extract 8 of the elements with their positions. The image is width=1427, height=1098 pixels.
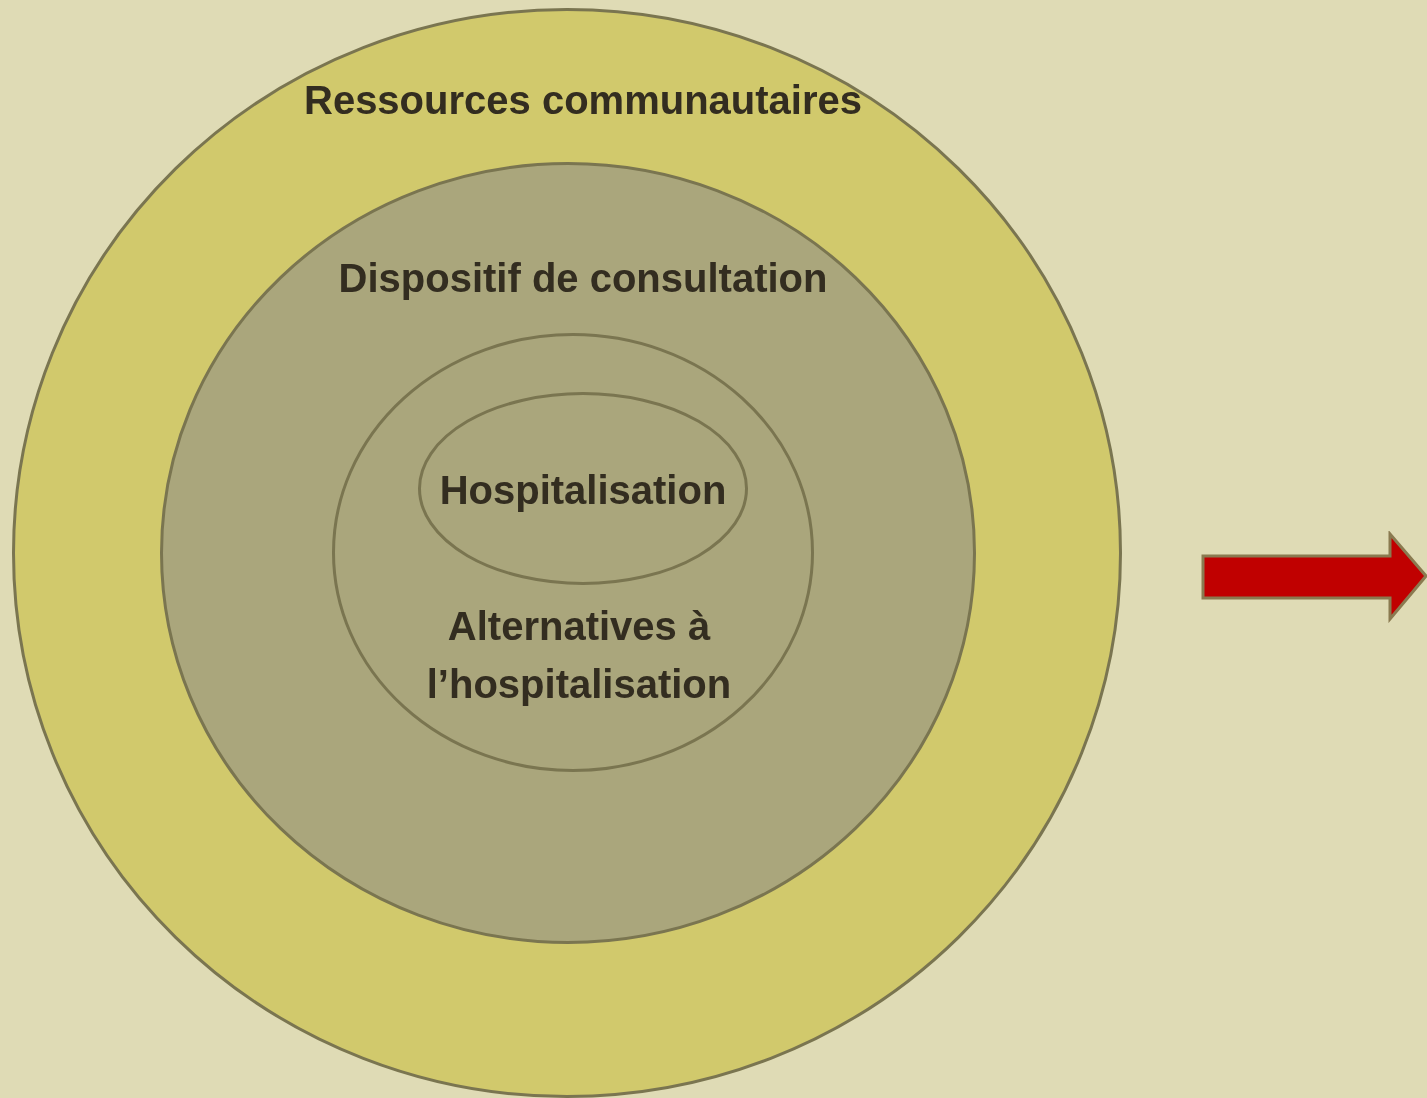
node-label: Dispositif de consultation bbox=[338, 255, 828, 302]
ellipse-node bbox=[418, 392, 748, 585]
node-label: Ressources communautaires bbox=[304, 77, 862, 124]
node-label: Alternatives à l’hospitalisation bbox=[425, 603, 733, 708]
ellipse-node bbox=[332, 333, 814, 772]
ellipse-node bbox=[12, 8, 1122, 1098]
ellipse-node bbox=[160, 162, 976, 944]
node-label: Hospitalisation bbox=[439, 467, 727, 514]
